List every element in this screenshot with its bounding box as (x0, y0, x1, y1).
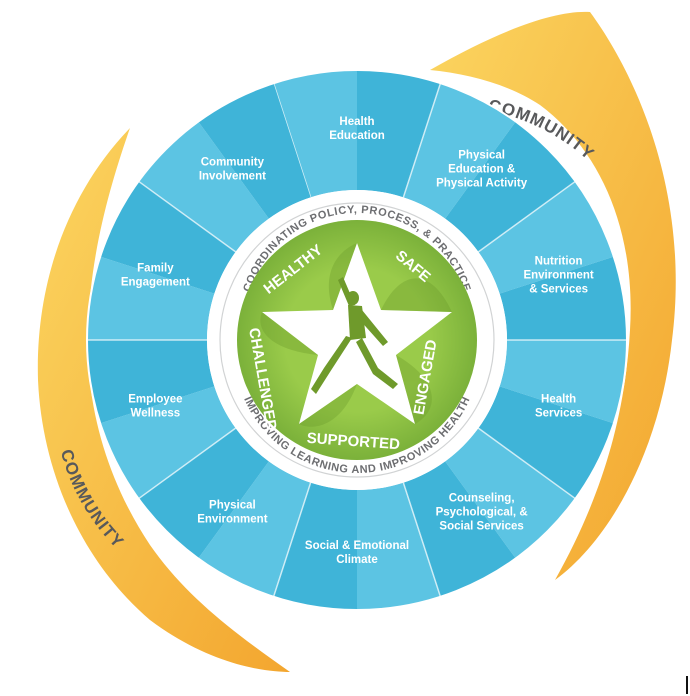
segment-facet-dark (357, 70, 441, 198)
component-ring (86, 69, 628, 611)
segment-facet-light (138, 121, 269, 252)
segment-facet-light (478, 181, 614, 294)
segment-divider (402, 82, 442, 198)
segment-facet-dark (138, 428, 269, 559)
segment-divider (402, 482, 442, 598)
star-word-supported: SUPPORTED (306, 430, 400, 453)
segment-facet-dark (403, 461, 516, 597)
segment-divider (138, 427, 237, 500)
segment-divider (272, 482, 312, 598)
segment-facet-dark (198, 83, 311, 219)
inner-ring-line (219, 202, 495, 478)
jumping-figure-icon (311, 277, 398, 394)
segment-divider (477, 180, 576, 253)
segment-divider (138, 180, 237, 253)
segment-divider (477, 427, 576, 500)
star-swirls (260, 243, 452, 427)
segment-facet-light (357, 482, 441, 610)
segment-facet-light (87, 256, 215, 340)
outer-rim (86, 69, 628, 611)
segment-facet-dark (478, 386, 614, 499)
segment-facet-dark (445, 121, 576, 252)
segment-facet-light (100, 386, 236, 499)
segment-facet-light (273, 70, 357, 198)
segment-facet-light (445, 428, 576, 559)
segment-facet-dark (273, 482, 357, 610)
segment-facet-dark (87, 340, 215, 424)
segment-facet-light (198, 461, 311, 597)
segment-label: Counseling,Psychological, &Social Servic… (436, 493, 528, 533)
edge-mark (686, 676, 688, 694)
segment-facet-dark (499, 256, 627, 340)
segment-facet-dark (100, 181, 236, 294)
segment-facet-light (499, 340, 627, 424)
segment-facet-light (403, 83, 516, 219)
